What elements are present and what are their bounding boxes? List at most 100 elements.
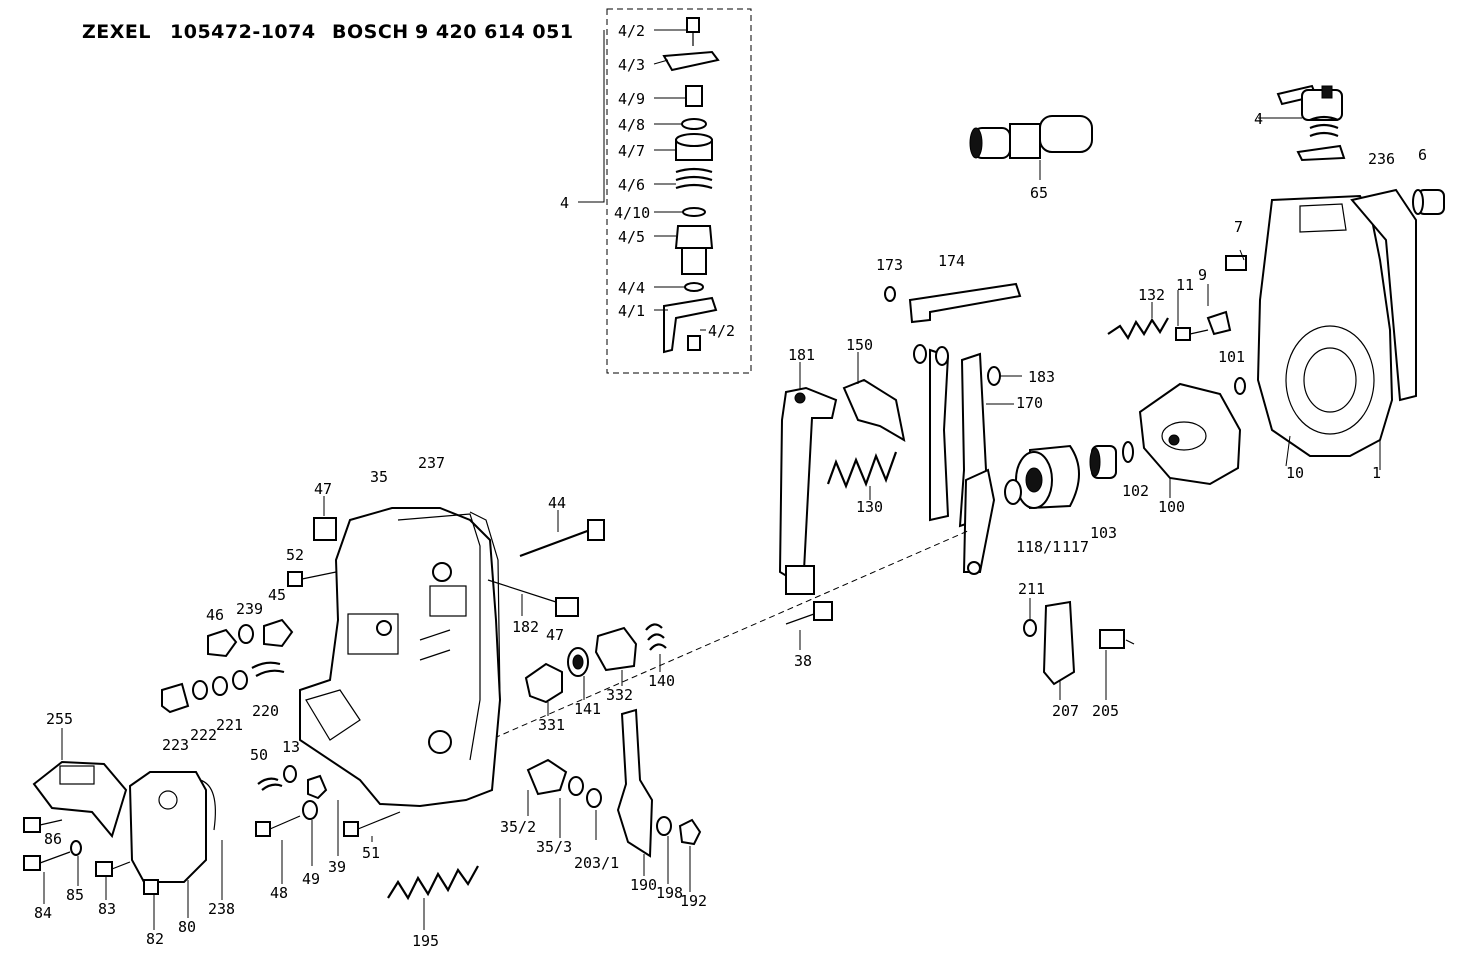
label-4-inset: 4 — [560, 194, 569, 212]
label-13: 13 — [282, 738, 300, 756]
label-221: 221 — [216, 716, 243, 734]
label-132: 132 — [1138, 286, 1165, 304]
label-205: 205 — [1092, 702, 1119, 720]
part-174-bracket — [908, 282, 1022, 324]
detail-inset-frame — [606, 8, 752, 374]
part-65-sleeve — [969, 115, 1093, 180]
label-238: 238 — [208, 900, 235, 918]
label-85: 85 — [66, 886, 84, 904]
label-6: 6 — [1418, 146, 1427, 164]
label-4-6: 4/6 — [618, 176, 645, 194]
label-4-4: 4/4 — [618, 279, 645, 297]
part-102-washer — [1122, 441, 1134, 463]
label-35: 35 — [370, 468, 388, 486]
parts-331-141-332-140 — [524, 623, 667, 716]
label-4-lever: 4 — [1254, 110, 1263, 128]
label-331: 331 — [538, 716, 565, 734]
label-237: 237 — [418, 454, 445, 472]
label-1: 1 — [1372, 464, 1381, 482]
label-38: 38 — [794, 652, 812, 670]
part-100-flyweight — [1138, 382, 1242, 498]
part-117-sleeve — [1015, 444, 1080, 510]
header-brand-bosch: BOSCH — [332, 21, 409, 43]
label-4-10: 4/10 — [614, 204, 650, 222]
header-brand-zexel: ZEXEL — [82, 21, 151, 43]
label-49: 49 — [302, 870, 320, 888]
label-4-3: 4/3 — [618, 56, 645, 74]
label-181: 181 — [788, 346, 815, 364]
label-82: 82 — [146, 930, 164, 948]
label-52: 52 — [286, 546, 304, 564]
parts-50-13-48-49-39-51 — [255, 765, 401, 884]
label-46: 46 — [206, 606, 224, 624]
bolt-47-top — [313, 496, 337, 541]
label-100: 100 — [1158, 498, 1185, 516]
gasket-236 — [1350, 188, 1417, 402]
label-239: 239 — [236, 600, 263, 618]
label-141: 141 — [574, 700, 601, 718]
label-223: 223 — [162, 736, 189, 754]
label-332: 332 — [606, 686, 633, 704]
parts-7-9-11-132 — [1107, 249, 1247, 341]
label-173: 173 — [876, 256, 903, 274]
label-4-5: 4/5 — [618, 228, 645, 246]
part-181-lever — [778, 362, 838, 595]
label-255: 255 — [46, 710, 73, 728]
pump-cover-part-35 — [299, 507, 502, 808]
label-102: 102 — [1122, 482, 1149, 500]
label-83: 83 — [98, 900, 116, 918]
label-198: 198 — [656, 884, 683, 902]
label-47-bottom: 47 — [546, 626, 564, 644]
label-7: 7 — [1234, 218, 1243, 236]
bolt-182-and-47 — [487, 579, 579, 617]
part-103-ring — [1089, 445, 1117, 479]
part-130-spring — [826, 451, 898, 500]
label-39: 39 — [328, 858, 346, 876]
label-50: 50 — [250, 746, 268, 764]
part-101-pin — [1234, 377, 1246, 395]
label-170: 170 — [1016, 394, 1043, 412]
label-84: 84 — [34, 904, 52, 922]
part-118-1-washer — [1004, 479, 1022, 505]
bolt-44 — [519, 510, 605, 558]
label-183: 183 — [1028, 368, 1055, 386]
parts-35-2-35-3-203-1 — [526, 758, 602, 840]
part-190-lever — [616, 708, 654, 876]
parts-211-207-205 — [1023, 598, 1135, 700]
label-140: 140 — [648, 672, 675, 690]
label-103: 103 — [1090, 524, 1117, 542]
label-80: 80 — [178, 918, 196, 936]
label-4-7: 4/7 — [618, 142, 645, 160]
label-192: 192 — [680, 892, 707, 910]
label-203-1: 203/1 — [574, 854, 619, 872]
label-47-top: 47 — [314, 480, 332, 498]
lever-4-assembly — [1276, 84, 1346, 162]
label-207: 207 — [1052, 702, 1079, 720]
label-236: 236 — [1368, 150, 1395, 168]
end-cover-part-80 — [128, 771, 216, 883]
header-part-number-zexel: 105472-1074 — [170, 21, 316, 43]
governor-housing-part-1 — [1256, 194, 1394, 470]
label-35-3: 35/3 — [536, 838, 572, 856]
part-4-exploded-stack — [662, 17, 720, 354]
label-222: 222 — [190, 726, 217, 744]
bolts-84-85-86-83-82 — [23, 817, 223, 930]
part-150-plate — [842, 352, 906, 442]
part-173-washer — [884, 286, 896, 302]
label-182: 182 — [512, 618, 539, 636]
label-101: 101 — [1218, 348, 1245, 366]
label-45: 45 — [268, 586, 286, 604]
label-190: 190 — [630, 876, 657, 894]
label-4-2-top: 4/2 — [618, 22, 645, 40]
label-4-8: 4/8 — [618, 116, 645, 134]
part-170-lever — [929, 348, 1014, 575]
inset-leader-lines — [578, 29, 706, 331]
header-part-number-bosch: 9 420 614 051 — [415, 21, 574, 43]
label-4-1: 4/1 — [618, 302, 645, 320]
label-4-9: 4/9 — [618, 90, 645, 108]
part-38-bolt — [785, 601, 833, 650]
part-255-bracket — [32, 728, 128, 839]
label-65: 65 — [1030, 184, 1048, 202]
label-118-1: 118/1 — [1016, 538, 1061, 556]
